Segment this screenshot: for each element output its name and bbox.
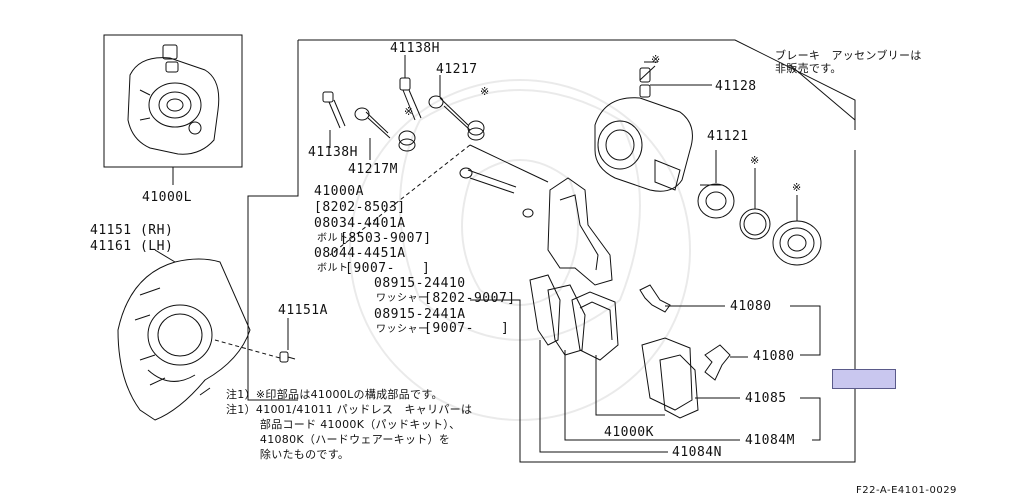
dust-boot-icon bbox=[773, 221, 821, 265]
label-41080-upper: 41080 bbox=[730, 299, 772, 314]
bleeder-41128-icon bbox=[640, 62, 658, 82]
label-41000L: 41000L bbox=[142, 190, 192, 205]
label-41217M: 41217M bbox=[348, 162, 398, 177]
label-41121: 41121 bbox=[707, 129, 749, 144]
label-41138H-upper: 41138H bbox=[390, 41, 440, 56]
highlight-marker bbox=[832, 369, 896, 389]
label-08044-range: [9007- ] bbox=[345, 261, 431, 276]
label-41000K: 41000K bbox=[604, 425, 654, 440]
bolt-41151A-icon bbox=[280, 352, 295, 362]
label-41161: 41161 (LH) bbox=[90, 239, 174, 254]
label-41138H-lower: 41138H bbox=[308, 145, 358, 160]
label-41080-lower: 41080 bbox=[753, 349, 795, 364]
boot-star-upper-icon bbox=[468, 121, 484, 140]
note-line-5: 除いたものです。 bbox=[226, 448, 350, 461]
assembly-outline bbox=[248, 40, 298, 400]
caliper-41121-icon bbox=[595, 85, 692, 191]
label-41000A: 41000A bbox=[314, 184, 364, 199]
label-08034: 08034-4401A bbox=[314, 216, 406, 231]
label-41084M: 41084M bbox=[745, 433, 795, 448]
pin-41217-icon bbox=[429, 96, 470, 130]
pad-shim-outer-icon bbox=[530, 275, 585, 355]
bolt-41138H-lower-icon bbox=[323, 92, 345, 128]
note-brake-assembly: ブレーキ アッセンブリーは 非販売です。 bbox=[775, 49, 922, 75]
dust-shield-icon bbox=[118, 259, 250, 420]
label-washer-b: ワッシャー bbox=[376, 324, 429, 335]
caliper-41000L-icon bbox=[128, 45, 219, 154]
brake-pad-icon bbox=[572, 292, 618, 360]
label-41128: 41128 bbox=[715, 79, 757, 94]
anti-rattle-clip-lower-icon bbox=[705, 345, 730, 380]
assembly-box-41000L bbox=[104, 35, 242, 167]
label-08915-a-range: [8202-9007] bbox=[424, 291, 516, 306]
seal-ring-icon bbox=[740, 209, 770, 239]
label-washer-a: ワッシャー bbox=[376, 293, 429, 304]
label-08044: 08044-4451A bbox=[314, 246, 406, 261]
label-41151: 41151 (RH) bbox=[90, 223, 174, 238]
star-marker: ※ bbox=[480, 85, 490, 98]
label-41217: 41217 bbox=[436, 62, 478, 77]
label-08915-b: 08915-2441A bbox=[374, 307, 466, 322]
label-41085: 41085 bbox=[745, 391, 787, 406]
pad-inner-icon bbox=[642, 338, 698, 418]
caliper-bracket-icon bbox=[548, 178, 612, 285]
piston-icon bbox=[698, 184, 734, 218]
boot-star-lower-icon bbox=[399, 131, 415, 151]
note-line-1: 注1）※印部品は41000Lの構成部品です。 bbox=[226, 388, 443, 401]
label-41000A-range: [8202-8503] bbox=[314, 200, 406, 215]
label-bolt-a: ボルト bbox=[317, 233, 349, 244]
star-marker: ※ bbox=[750, 154, 760, 167]
pin-41217M-icon bbox=[355, 108, 390, 138]
note-line-4: 41080K（ハードウェアーキット）を bbox=[226, 433, 451, 446]
label-08034-range: [8503-9007] bbox=[340, 231, 432, 246]
washer-icon bbox=[523, 209, 533, 217]
label-41151A: 41151A bbox=[278, 303, 328, 318]
star-marker: ※ bbox=[792, 181, 802, 194]
anti-rattle-clip-upper-icon bbox=[640, 285, 670, 312]
label-bolt-b: ボルト bbox=[317, 263, 349, 274]
star-marker: ※ bbox=[651, 53, 661, 66]
label-08915-b-range: [9007- ] bbox=[424, 321, 510, 336]
note-line-3: 部品コード 41000K（パッドキット）、 bbox=[226, 418, 461, 431]
star-marker: ※ bbox=[404, 105, 414, 118]
label-08915-a: 08915-24410 bbox=[374, 276, 466, 291]
diagram-code: F22-A-E4101-0029 bbox=[856, 485, 957, 496]
label-41084N: 41084N bbox=[672, 445, 722, 460]
note-line-2: 注1）41001/41011 パッドレス キャリパーは bbox=[226, 403, 473, 416]
